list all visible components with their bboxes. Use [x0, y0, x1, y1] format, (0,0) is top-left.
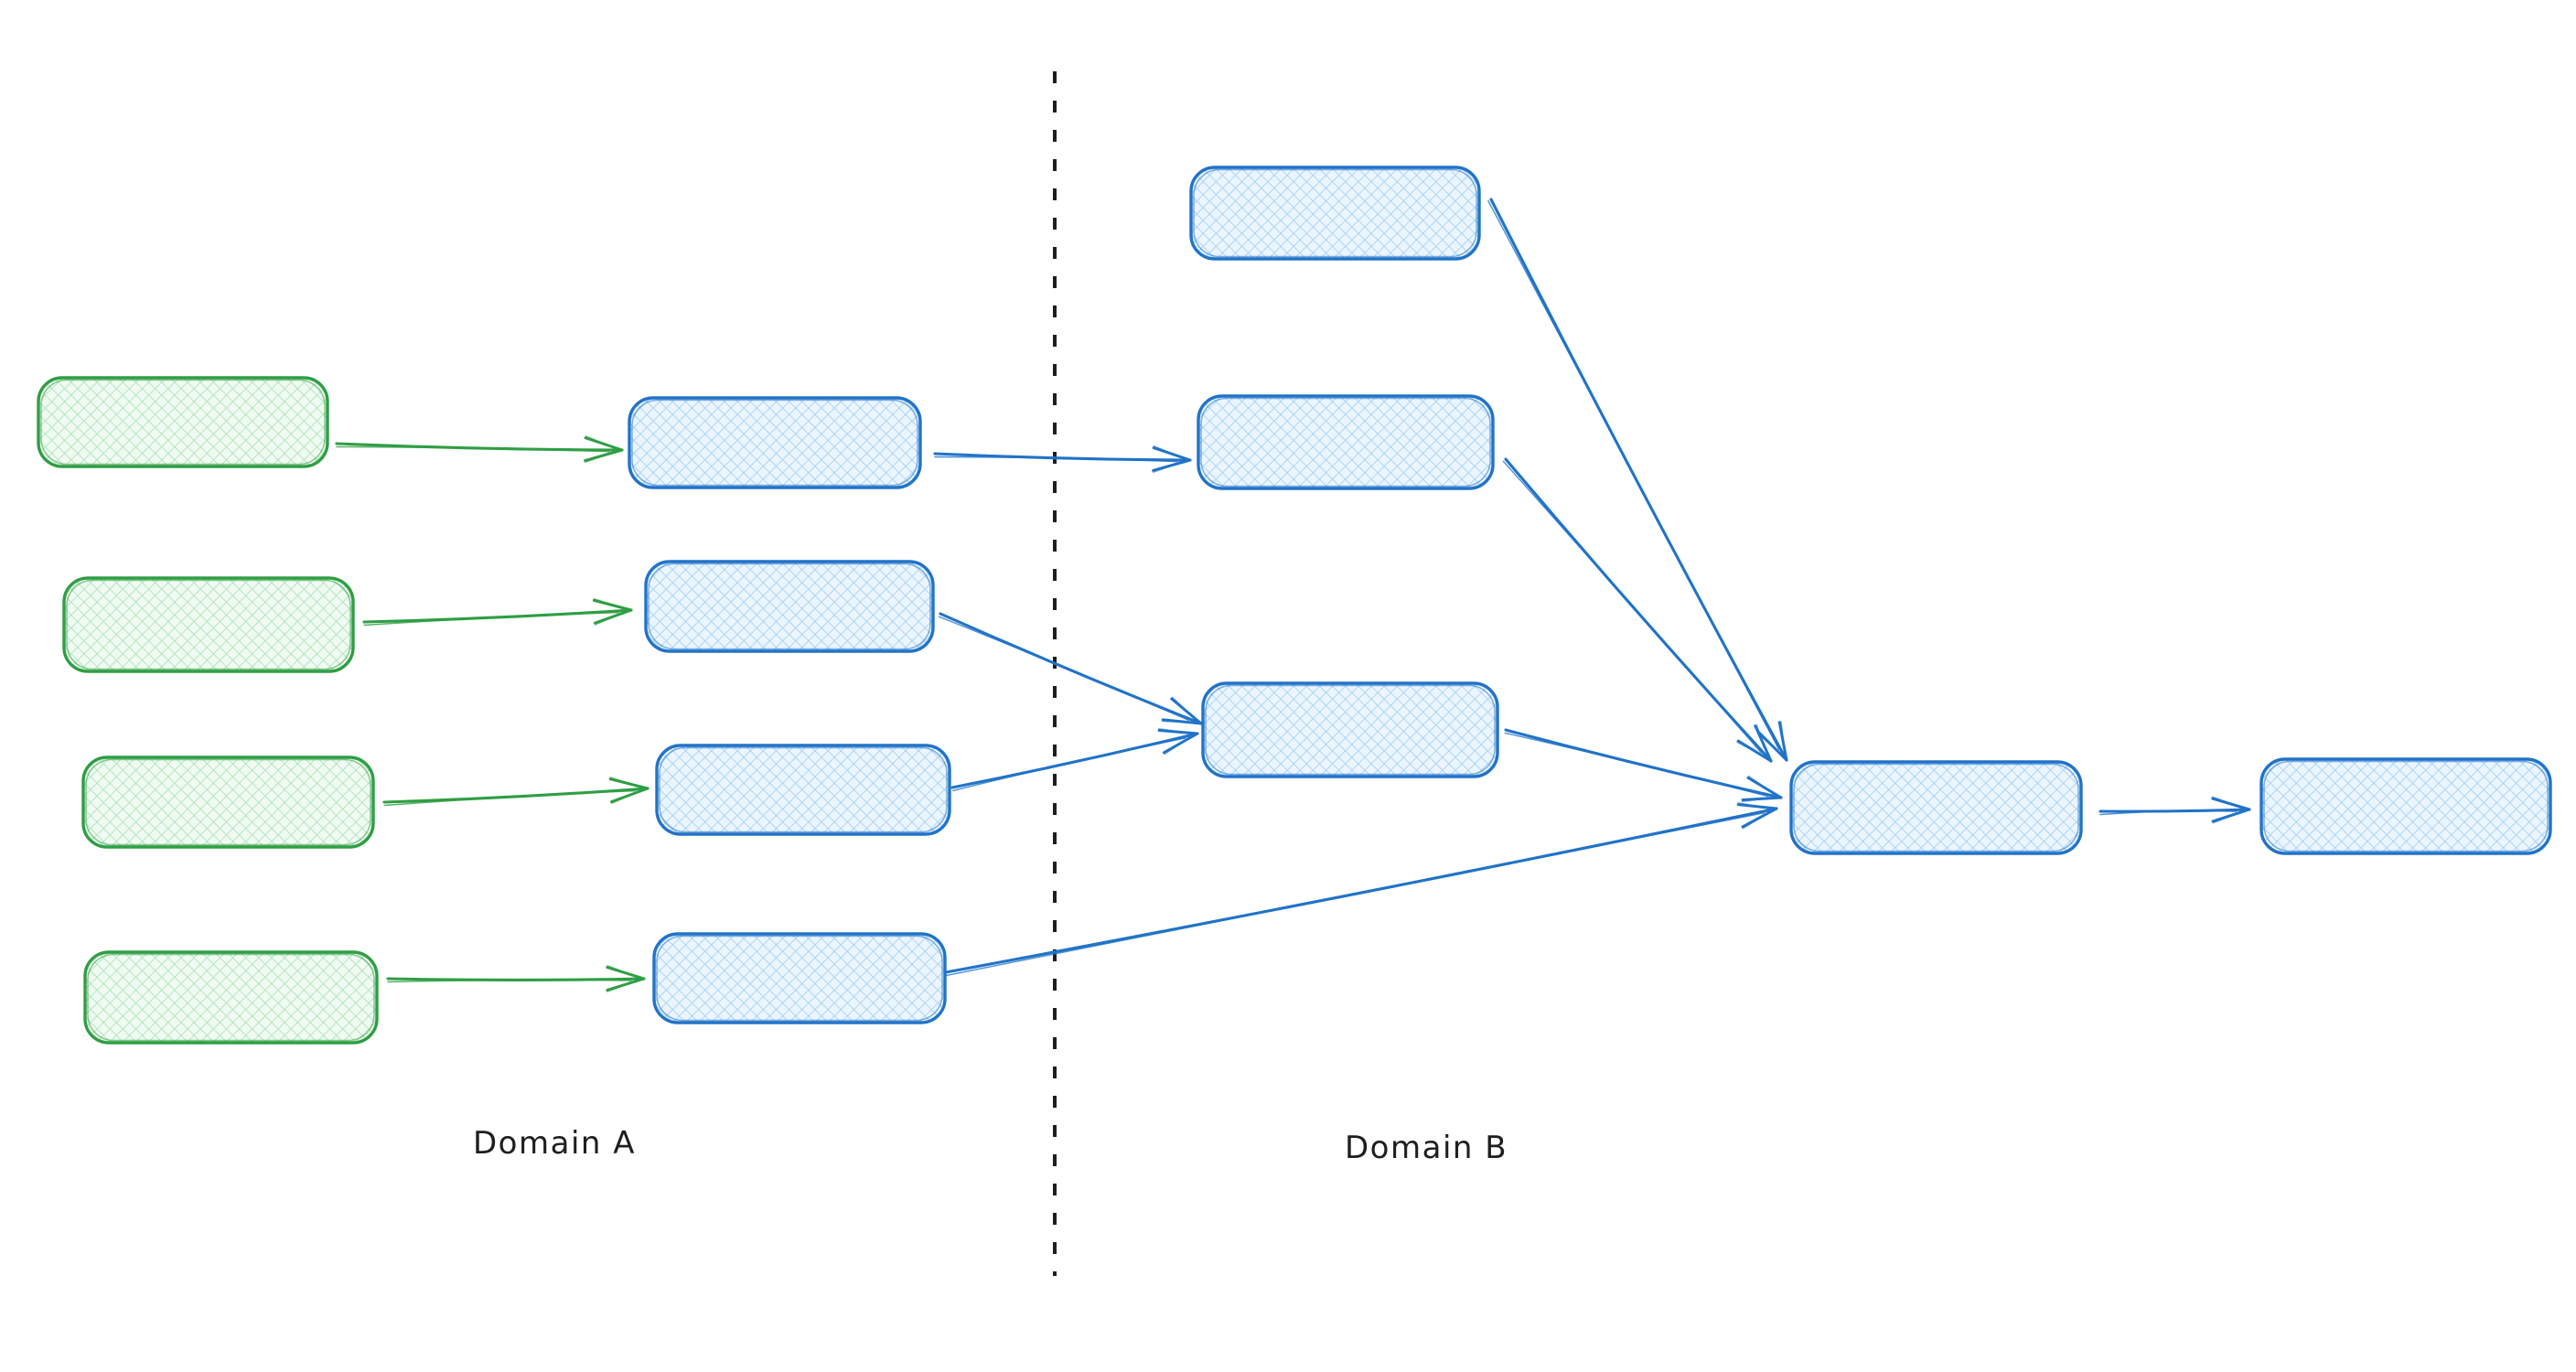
- edge-source4-to-stage4[interactable]: [386, 964, 646, 993]
- node-domain-a-stage-4[interactable]: [652, 932, 947, 1024]
- edge-stage4-to-hub[interactable]: [944, 802, 1778, 977]
- node-domain-b-hub[interactable]: [1789, 760, 2083, 855]
- edge-stage1-to-bnode2[interactable]: [933, 445, 1192, 474]
- edge-stage3-to-bnode3[interactable]: [950, 727, 1199, 792]
- node-domain-b-node-1[interactable]: [1189, 166, 1481, 261]
- edges-layer: [335, 198, 2251, 993]
- node-domain-a-stage-1[interactable]: [628, 396, 922, 489]
- edge-source1-to-stage1[interactable]: [335, 435, 624, 464]
- node-domain-a-source-3[interactable]: [81, 756, 375, 849]
- edge-source2-to-stage2[interactable]: [362, 597, 633, 627]
- nodes-layer: [37, 166, 2552, 1045]
- edge-source3-to-stage3[interactable]: [382, 777, 649, 807]
- node-domain-a-stage-2[interactable]: [644, 560, 935, 653]
- edge-bnode1-to-hub[interactable]: [1487, 198, 1788, 762]
- edge-bnode3-to-hub[interactable]: [1504, 728, 1783, 803]
- node-domain-b-node-2[interactable]: [1197, 394, 1495, 490]
- node-domain-b-output[interactable]: [2259, 757, 2552, 855]
- edge-bnode2-to-hub[interactable]: [1502, 457, 1773, 763]
- node-domain-a-stage-3[interactable]: [655, 744, 951, 836]
- domain-a-label: Domain A: [473, 1125, 636, 1162]
- edge-stage2-to-bnode3[interactable]: [938, 612, 1203, 725]
- node-domain-a-source-1[interactable]: [37, 376, 329, 468]
- node-domain-b-node-3[interactable]: [1201, 681, 1499, 778]
- node-domain-a-source-4[interactable]: [83, 950, 379, 1045]
- edge-hub-to-output[interactable]: [2098, 796, 2251, 824]
- domain-b-label: Domain B: [1345, 1130, 1508, 1166]
- node-domain-a-source-2[interactable]: [62, 576, 355, 673]
